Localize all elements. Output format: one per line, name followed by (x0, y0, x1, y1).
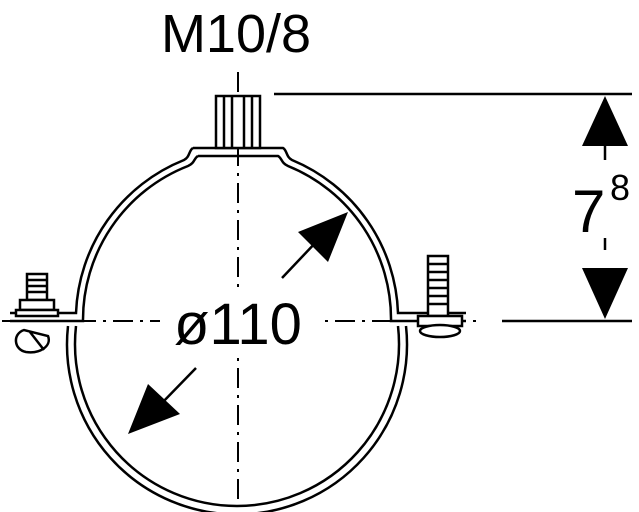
diameter-label-background (160, 290, 318, 354)
clamp-ring (10, 146, 466, 512)
height-dimension (274, 92, 632, 323)
diameter-dimension-arrows (128, 212, 348, 434)
thread-size-label: M10/8 (161, 4, 311, 64)
diameter-label: ø110 (174, 292, 302, 357)
clamp-bolt-left (14, 272, 60, 354)
clamp-bolt-right (416, 254, 464, 339)
height-label: 7 (572, 178, 605, 245)
threaded-stud-top (214, 94, 262, 150)
height-label-superscript: 8 (610, 167, 630, 208)
